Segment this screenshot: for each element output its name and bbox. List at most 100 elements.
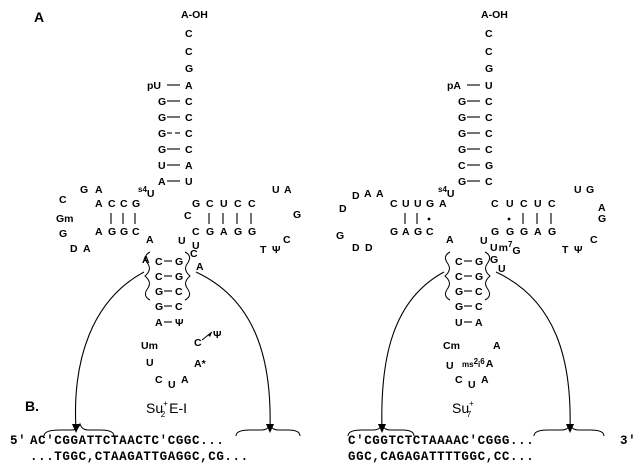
left-brace-2 <box>235 422 301 437</box>
svg-text:G: G <box>490 254 498 266</box>
svg-text:U: U <box>506 198 514 210</box>
svg-text:U: U <box>498 263 506 275</box>
svg-text:A: A <box>439 198 447 210</box>
svg-text:G: G <box>475 271 483 283</box>
svg-text:C: C <box>155 271 163 283</box>
svg-text:C: C <box>426 226 434 238</box>
svg-text:A: A <box>83 243 91 255</box>
svg-text:A: A <box>146 234 154 246</box>
svg-text:C: C <box>206 198 214 210</box>
svg-text:A: A <box>95 226 103 238</box>
svg-text:C: C <box>390 198 398 210</box>
svg-text:pU: pU <box>147 80 161 92</box>
svg-text:C: C <box>185 112 193 124</box>
svg-text:D: D <box>339 203 347 215</box>
svg-text:U: U <box>185 176 193 188</box>
svg-text:D: D <box>365 242 373 254</box>
svg-text:s4U: s4U <box>138 185 155 200</box>
svg-text:A: A <box>481 374 489 386</box>
svg-text:G: G <box>192 198 200 210</box>
svg-text:G: G <box>586 184 594 196</box>
svg-text:C: C <box>475 286 483 298</box>
svg-text:U: U <box>446 360 454 372</box>
svg-text:C: C <box>132 226 140 238</box>
svg-text:C: C <box>185 144 193 156</box>
svg-text:G: G <box>598 213 606 225</box>
svg-text:G: G <box>158 128 166 140</box>
right-sequence-bottom: GGC,CAGAGATTTTGGC,CC... <box>348 450 534 464</box>
svg-text:G: G <box>132 198 140 210</box>
right-3prime-label: 3' <box>620 434 636 448</box>
right-trna-name: Su+7 <box>452 399 474 419</box>
svg-text:C: C <box>155 256 163 268</box>
svg-text:G: G <box>59 228 67 240</box>
svg-text:pA: pA <box>447 80 461 92</box>
svg-text:G: G <box>491 226 499 238</box>
svg-text:U: U <box>402 198 410 210</box>
svg-text:U: U <box>534 198 542 210</box>
svg-text:C: C <box>185 96 193 108</box>
svg-text:A: A <box>181 374 189 386</box>
svg-text:C: C <box>185 28 193 40</box>
svg-text:G: G <box>475 256 483 268</box>
svg-text:A: A <box>402 226 410 238</box>
svg-text:G: G <box>158 144 166 156</box>
svg-text:D: D <box>352 242 360 254</box>
left-psi-loop: Ψ <box>213 329 222 341</box>
svg-text:G: G <box>206 226 214 238</box>
svg-text:G: G <box>336 230 344 242</box>
svg-text:G: G <box>458 112 466 124</box>
svg-text:C: C <box>485 144 493 156</box>
svg-text:C: C <box>455 256 463 268</box>
svg-text:C: C <box>185 46 193 58</box>
svg-text:U: U <box>272 184 280 196</box>
svg-text:A: A <box>158 176 166 188</box>
svg-text:G: G <box>108 226 116 238</box>
svg-text:G: G <box>485 63 493 75</box>
svg-text:C: C <box>455 374 463 386</box>
svg-text:U: U <box>455 317 463 329</box>
left-sequence-bottom: ...TGGC,CTAAGATTGAGGC,CG... <box>30 450 249 464</box>
left-psi-t: Ψ <box>272 244 281 256</box>
svg-text:G: G <box>414 226 422 238</box>
right-brace-1 <box>347 422 415 437</box>
svg-text:C: C <box>520 198 528 210</box>
svg-text:U: U <box>485 80 493 92</box>
svg-text:U: U <box>480 235 488 247</box>
svg-text:U: U <box>168 379 176 391</box>
svg-text:C: C <box>485 128 493 140</box>
svg-text:C: C <box>234 198 242 210</box>
svg-text:C: C <box>175 286 183 298</box>
svg-text:C: C <box>248 198 256 210</box>
svg-text:G: G <box>458 128 466 140</box>
left-um: Um <box>141 340 158 352</box>
svg-text:G: G <box>120 226 128 238</box>
svg-text:A: A <box>185 80 193 92</box>
svg-text:G: G <box>155 286 163 298</box>
svg-text:D: D <box>70 243 78 255</box>
left-5prime-label: 5' <box>10 434 26 448</box>
svg-text:G: G <box>506 226 514 238</box>
svg-text:G: G <box>455 301 463 313</box>
svg-text:G: G <box>458 96 466 108</box>
svg-text:C: C <box>485 176 493 188</box>
svg-text:T: T <box>562 244 569 256</box>
svg-text:Gm: Gm <box>56 213 74 225</box>
right-brace-2 <box>533 422 605 437</box>
svg-text:s4U: s4U <box>438 185 455 200</box>
left-acceptor-end: A-OH <box>181 9 208 21</box>
right-arc-1 <box>381 271 445 431</box>
svg-text:D: D <box>352 190 360 202</box>
svg-text:A: A <box>220 226 228 238</box>
right-cm: Cm <box>443 340 460 352</box>
right-psi-t: Ψ <box>574 244 583 256</box>
svg-text:A: A <box>598 202 606 214</box>
svg-text:Um7G: Um7G <box>490 240 521 257</box>
svg-text:U: U <box>414 198 422 210</box>
svg-text:A: A <box>446 234 454 246</box>
svg-text:C: C <box>108 198 116 210</box>
left-trna-name: Su+2 E-I <box>146 399 187 419</box>
svg-text:T: T <box>260 244 267 256</box>
right-acceptor-end: A-OH <box>481 9 508 21</box>
